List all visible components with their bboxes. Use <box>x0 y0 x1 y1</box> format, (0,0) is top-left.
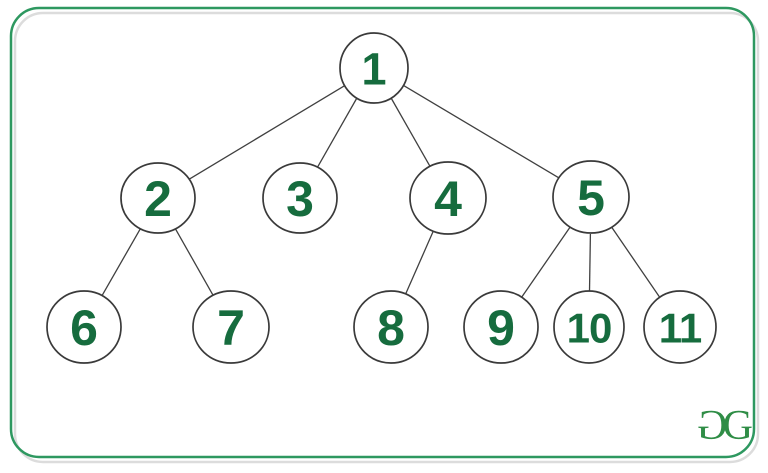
tree-edge-4-8 <box>405 231 434 294</box>
tree-node-11: 11 <box>643 290 717 364</box>
geeksforgeeks-logo: GG <box>697 403 753 449</box>
tree-node-6: 6 <box>46 290 122 364</box>
tree-node-10: 10 <box>553 290 625 364</box>
tree-edge-2-6 <box>101 228 141 296</box>
tree-node-label: 5 <box>577 170 605 226</box>
tree-edge-5-11 <box>611 227 661 298</box>
tree-edge-5-10 <box>588 233 592 292</box>
tree-node-label: 10 <box>567 305 612 352</box>
tree-node-3: 3 <box>262 162 338 234</box>
tree-node-circle <box>553 290 625 364</box>
card-border <box>9 6 756 459</box>
tree-node-1: 1 <box>339 32 409 104</box>
tree-edge-1-4 <box>390 97 431 167</box>
tree-node-circle <box>409 161 487 235</box>
card-shadow <box>13 11 760 464</box>
logo-g-mirrored-icon: G <box>697 403 728 449</box>
tree-node-label: 4 <box>434 171 462 227</box>
tree-node-label: 8 <box>377 300 405 356</box>
tree-node-label: 3 <box>286 171 314 227</box>
tree-node-circle <box>339 32 409 104</box>
tree-node-circle <box>192 290 270 364</box>
tree-node-label: 9 <box>487 300 515 356</box>
tree-node-circle <box>120 162 196 234</box>
tree-node-circle <box>46 290 122 364</box>
tree-edge-1-3 <box>317 97 358 168</box>
tree-node-2: 2 <box>120 162 196 234</box>
tree-edge-1-5 <box>403 85 560 179</box>
tree-node-label: 1 <box>361 44 386 95</box>
tree-edge-1-2 <box>188 85 345 180</box>
logo-g-icon: G <box>722 403 753 449</box>
tree-node-8: 8 <box>353 290 429 364</box>
tree-node-circle <box>262 162 338 234</box>
tree-node-5: 5 <box>552 160 630 234</box>
tree-node-9: 9 <box>463 290 539 364</box>
tree-node-label: 11 <box>659 305 702 352</box>
tree-node-circle <box>463 290 539 364</box>
tree-edge-5-9 <box>521 227 571 298</box>
tree-node-label: 7 <box>217 300 245 356</box>
tree-node-4: 4 <box>409 161 487 235</box>
tree-node-circle <box>353 290 429 364</box>
tree-edge-2-7 <box>175 228 214 296</box>
tree-node-label: 2 <box>144 171 172 227</box>
tree-node-circle <box>552 160 630 234</box>
tree-node-label: 6 <box>70 300 98 356</box>
tree-node-7: 7 <box>192 290 270 364</box>
tree-node-circle <box>643 290 717 364</box>
